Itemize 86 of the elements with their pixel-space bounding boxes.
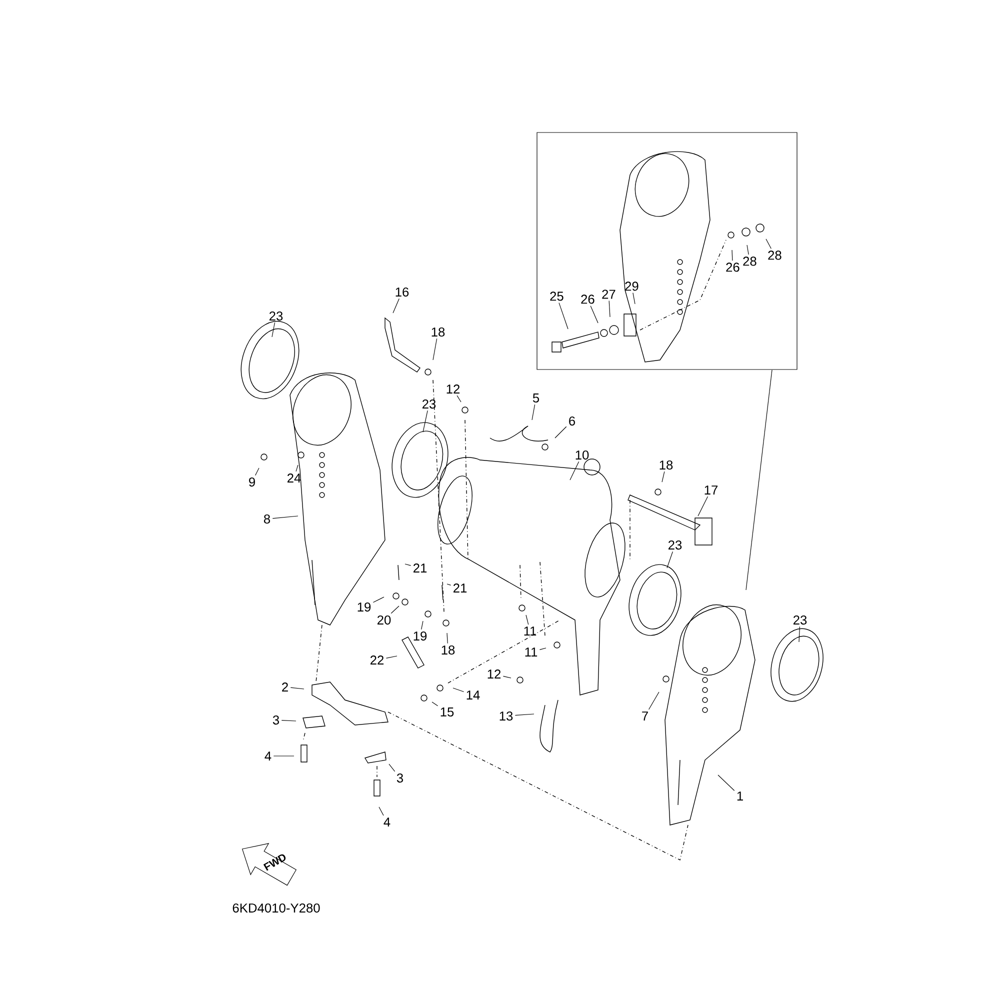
callout-number: 11 [524, 626, 536, 636]
callout-number: 11 [525, 648, 538, 656]
leader-line [514, 714, 534, 716]
callout-number: 12 [446, 384, 460, 394]
leader-line [532, 404, 536, 420]
callout-number: 23 [668, 540, 682, 550]
leader-line [456, 395, 462, 402]
leader-line [296, 464, 298, 472]
leader-line [390, 606, 400, 614]
callout-number: 29 [625, 282, 638, 291]
leader-line [632, 292, 636, 304]
drawing-code: 6KD4010-Y280 [232, 903, 320, 913]
callout-number: 18 [432, 327, 445, 337]
callout-number: 25 [550, 292, 564, 301]
callout-number: 26 [581, 294, 594, 304]
callout-number: 10 [576, 450, 589, 460]
callout-number: 18 [660, 460, 673, 470]
callout-number: 7 [642, 712, 648, 720]
leader-line [526, 614, 529, 625]
leader-line [421, 620, 424, 630]
callout-number: 17 [704, 486, 718, 494]
callout-number: 24 [287, 474, 301, 482]
callout-number: 9 [249, 477, 255, 487]
callout-number: 19 [414, 631, 427, 641]
callout-number: 23 [422, 399, 436, 409]
leader-line [698, 496, 708, 516]
leader-line [386, 656, 398, 658]
leader-line [746, 244, 749, 255]
leader-line [570, 461, 580, 480]
callout-number: 20 [377, 615, 391, 625]
leader-line [766, 238, 772, 249]
leader-line [446, 584, 452, 586]
leader-line [798, 626, 800, 642]
leader-line [746, 370, 772, 590]
callout-number: 14 [466, 690, 480, 700]
leader-line [378, 806, 384, 816]
callout-number: 18 [442, 645, 455, 655]
callout-number: 21 [453, 584, 467, 592]
leader-line [452, 688, 464, 692]
callout-number: 23 [269, 311, 283, 321]
leader-line [392, 298, 400, 314]
leader-line [281, 720, 296, 722]
callout-number: 15 [440, 708, 454, 716]
leader-line [422, 410, 428, 432]
callout-number: 6 [569, 416, 576, 426]
leader-line [255, 468, 260, 476]
leader-line [272, 322, 276, 338]
callout-number: 12 [488, 670, 501, 678]
callout-number: 19 [358, 602, 371, 612]
callout-number: 22 [370, 656, 384, 664]
leader-line [404, 564, 412, 566]
callout-number: 16 [396, 287, 409, 297]
callout-number: 28 [743, 256, 756, 266]
callout-number: 3 [272, 715, 280, 725]
leader-line [662, 471, 665, 482]
callout-number: 8 [264, 514, 270, 524]
leader-line [290, 687, 304, 690]
leader-line [539, 648, 546, 650]
callout-number: 4 [264, 752, 272, 760]
inset-frame [536, 132, 798, 370]
leader-line [608, 300, 610, 318]
leader-line [388, 764, 396, 772]
callout-number: 23 [793, 615, 807, 625]
leader-line [648, 692, 660, 710]
leader-line [372, 596, 384, 603]
leader-line [590, 306, 598, 324]
leader-line [732, 250, 733, 261]
leader-line [432, 338, 438, 360]
leader-line [558, 302, 568, 330]
leader-line [272, 516, 298, 519]
callout-number: 27 [602, 290, 616, 299]
callout-number: 1 [737, 792, 743, 800]
callout-number: 3 [396, 773, 404, 783]
callout-number: 13 [500, 711, 513, 721]
leader-line [554, 426, 567, 438]
callout-number: 4 [384, 818, 390, 826]
callout-number: 28 [768, 250, 782, 260]
callout-number: 5 [532, 394, 540, 402]
leader-line [666, 551, 673, 568]
leader-line [502, 676, 512, 678]
leader-line [446, 632, 448, 644]
callout-number: 2 [282, 682, 288, 692]
leader-line [432, 702, 438, 706]
callout-number: 21 [413, 564, 427, 572]
leader-line [718, 774, 735, 791]
callout-number: 26 [726, 262, 740, 272]
